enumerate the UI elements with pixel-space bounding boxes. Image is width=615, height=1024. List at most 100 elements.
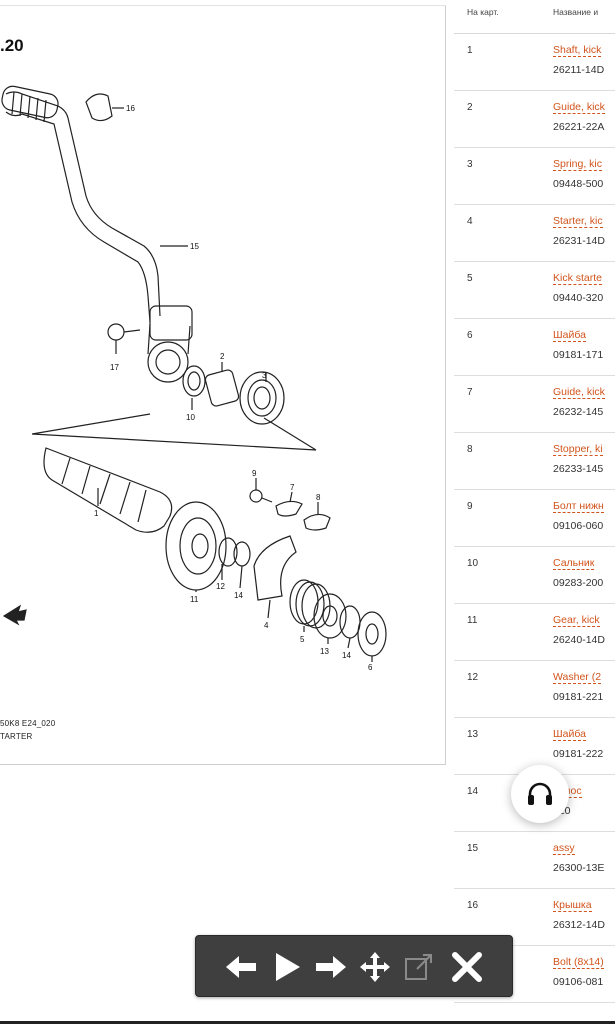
part-name-link[interactable]: Сальник [553,557,595,570]
part-code: 26232-145 [553,406,604,418]
move-button[interactable] [356,948,394,986]
part-name-link[interactable]: Starter, kic [553,215,603,228]
arrow-right-icon [316,956,346,978]
row-number: 3 [467,159,473,170]
part-code: 09448-500 [553,178,604,190]
part-name-link[interactable]: Gear, kick [553,614,600,627]
part-name-link[interactable]: Guide, kick [553,101,605,114]
close-icon [452,952,482,982]
part-name-link[interactable]: Guide, kick [553,386,605,399]
row-number: 13 [467,729,479,740]
callout-6: 6 [368,663,373,672]
callout-9: 9 [252,469,257,478]
table-row: 1 Shaft, kick 26211-14D [454,34,615,91]
table-row: 6 Шайба 09181-171 [454,319,615,376]
move-icon [360,952,390,982]
part-name-link[interactable]: Шайба [553,728,586,741]
part-name-link[interactable]: Шайба [553,329,586,342]
part-name-link[interactable]: Крышка [553,899,592,912]
table-row: 5 Kick starte 09440-320 [454,262,615,319]
table-row: 3 Spring, kic 09448-500 [454,148,615,205]
table-row: 4 Starter, kic 26231-14D [454,205,615,262]
part-code: 26240-14D [553,634,605,646]
bottom-edge [0,1021,615,1024]
part-code: 09283-200 [553,577,604,589]
header-num: На карт. [467,7,499,17]
callout-1: 1 [94,509,99,518]
table-header: На карт. Название и [454,0,615,34]
table-row: 16 Крышка 26312-14D [454,889,615,946]
part-code: 26233-145 [553,463,604,475]
part-name-link[interactable]: Bolt (8x14) [553,956,604,969]
row-number: 15 [467,843,479,854]
table-row: 12 Washer (2 09181-221 [454,661,615,718]
row-number: 5 [467,273,473,284]
part-code: 09181-171 [553,349,604,361]
headphones-icon [528,782,552,805]
open-external-button[interactable] [400,948,438,986]
row-number: 11 [467,615,478,626]
callout-12: 12 [216,582,225,591]
part-code: 09106-081 [553,976,604,988]
part-code: 26300-13E [553,862,605,874]
diagram-code: 50K8 E24_020 [0,719,56,728]
callout-8: 8 [316,493,321,502]
row-number: 1 [467,45,473,56]
external-link-icon [405,954,432,980]
part-code: 09181-221 [553,691,604,703]
row-number: 8 [467,444,473,455]
part-code: 09106-060 [553,520,604,532]
part-name-link[interactable]: Shaft, kick [553,44,602,57]
row-number: 10 [467,558,479,569]
callout-14b: 14 [342,651,351,660]
next-button[interactable] [312,948,350,986]
row-number: 2 [467,102,473,113]
callout-16: 16 [126,104,135,113]
exploded-parts-diagram: 16 15 17 2 3 10 9 7 8 1 11 12 14 4 5 13 … [1,85,387,672]
table-row: 11 Gear, kick 26240-14D [454,604,615,661]
part-code: 09440-320 [553,292,604,304]
row-number: 14 [467,786,479,797]
audio-button[interactable] [511,765,569,823]
arrow-left-icon [226,956,256,978]
play-button[interactable] [268,948,306,986]
table-row: 8 Stopper, ki 26233-145 [454,433,615,490]
table-row: 7 Guide, kick 26232-145 [454,376,615,433]
header-name: Название и [553,7,599,17]
part-name-link[interactable]: Stopper, ki [553,443,603,456]
part-code: 26231-14D [553,235,605,247]
row-number: 12 [467,672,479,683]
part-name-link[interactable]: assy [553,842,575,855]
row-number: 7 [467,387,473,398]
callout-14a: 14 [234,591,243,600]
table-row: 15 assy 26300-13E [454,832,615,889]
callout-17: 17 [110,363,119,372]
row-number: 6 [467,330,473,341]
callout-13: 13 [320,647,329,656]
row-number: 4 [467,216,473,227]
close-button[interactable] [448,948,486,986]
viewer-toolbar [195,935,513,997]
parts-diagram-panel: 16 15 17 2 3 10 9 7 8 1 11 12 14 4 5 13 … [0,5,446,765]
part-code: 26211-14D [553,64,605,76]
callout-3: 3 [262,371,267,380]
part-name-link[interactable]: Washer (2 [553,671,602,684]
part-name-link[interactable]: Болт нижн [553,500,604,513]
row-number: 16 [467,900,479,911]
diagram-caption: TARTER [0,732,33,741]
callout-15: 15 [190,242,199,251]
callout-7: 7 [290,483,295,492]
part-name-link[interactable]: Kick starte [553,272,603,285]
prev-button[interactable] [222,948,260,986]
callout-5: 5 [300,635,305,644]
part-name-link[interactable]: Spring, kic [553,158,603,171]
part-code: 26312-14D [553,919,605,931]
play-icon [276,953,300,981]
parts-table: На карт. Название и 1 Shaft, kick 26211-14… [454,0,615,1024]
callout-4: 4 [264,621,269,630]
callout-11: 11 [190,595,199,604]
table-row: 10 Сальник 09283-200 [454,547,615,604]
